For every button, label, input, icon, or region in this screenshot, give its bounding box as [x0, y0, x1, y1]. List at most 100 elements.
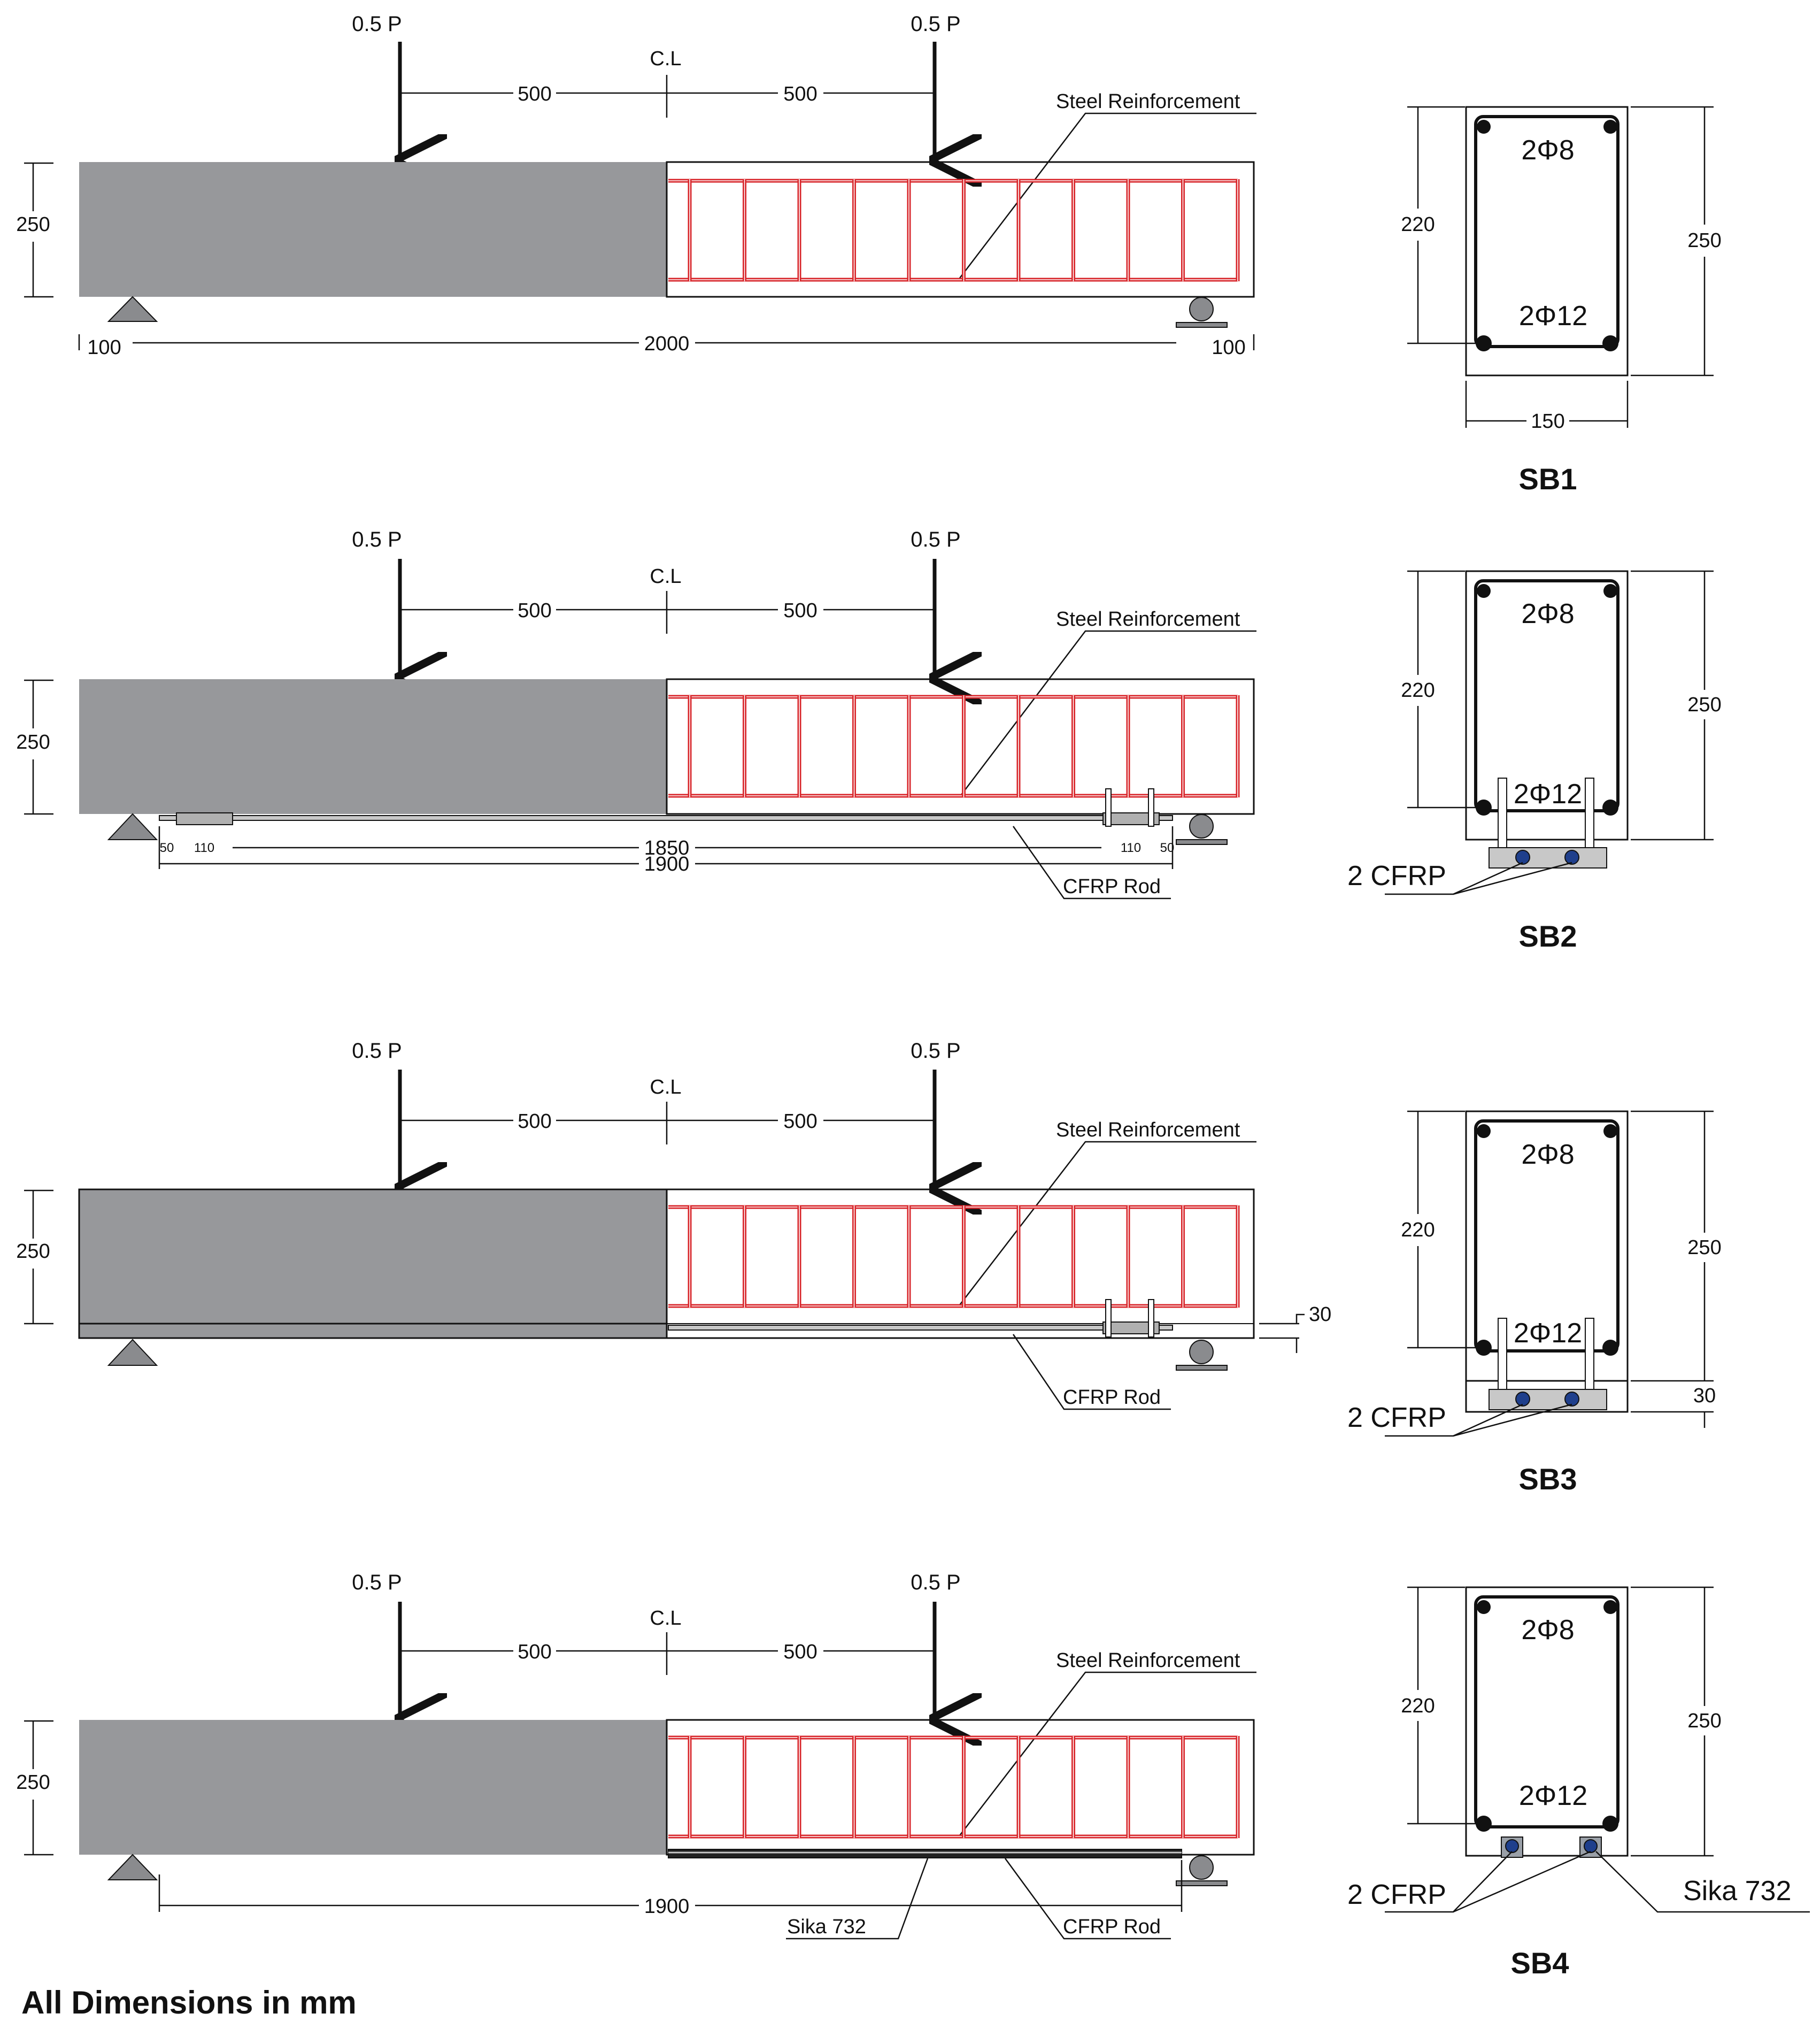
section-caption: SB1 — [1519, 462, 1577, 496]
bottom-bar — [1602, 335, 1618, 351]
section-outline — [1465, 1110, 1629, 1413]
rebar-cage — [668, 179, 1240, 282]
cfrp-bar — [1584, 1839, 1598, 1853]
dim-right: 500 — [783, 83, 817, 105]
overhang-right: 100 — [1212, 336, 1245, 359]
dim-right: 500 — [783, 600, 817, 622]
anchor-bolt — [1105, 1299, 1112, 1338]
top-bar — [1603, 1600, 1617, 1614]
bottom-bar — [1602, 1340, 1618, 1356]
bottom-bar — [1602, 1816, 1618, 1832]
inner-depth-label: 220 — [1401, 679, 1435, 702]
depth-label: 250 — [1687, 229, 1721, 252]
frp-leader-b — [1453, 862, 1572, 895]
rod-label: CFRP Rod — [1063, 1386, 1161, 1409]
load-right-label: 0.5 P — [911, 1039, 960, 1063]
end-a-left: 50 — [160, 841, 174, 855]
depth-label: 250 — [16, 1771, 50, 1794]
end-b-right: 110 — [1121, 841, 1141, 855]
concrete-half — [79, 162, 667, 297]
top-bar — [1477, 584, 1491, 598]
beam-sb3: 0.5 P 0.5 P C.L 500 500 Steel Reinforcem… — [16, 1039, 1721, 1496]
depth-label: 250 — [16, 731, 50, 754]
dim-left: 500 — [518, 83, 551, 105]
anchor-plate-right — [1102, 812, 1160, 825]
roller-support — [1189, 297, 1214, 321]
section-sb1: 2Φ8 2Φ12 220 250 150 SB1 — [1401, 106, 1722, 496]
anchor-bolt — [1148, 1299, 1154, 1338]
steel-label: Steel Reinforcement — [1056, 608, 1240, 631]
centerline-label: C.L — [650, 1076, 681, 1098]
centerline-label: C.L — [650, 48, 681, 70]
frp-leader-b — [1453, 1850, 1591, 1913]
rebar-cage — [668, 1205, 1240, 1308]
section-outline — [1465, 1586, 1629, 1857]
frp-label: 2 CFRP — [1347, 1402, 1446, 1433]
steel-label: Steel Reinforcement — [1056, 1119, 1240, 1141]
bottom-bars-label: 2Φ12 — [1519, 1780, 1587, 1811]
dim-left: 500 — [518, 1641, 551, 1663]
top-bar — [1477, 120, 1491, 134]
beam-sb4: 0.5 P 0.5 P C.L 500 500 Steel Reinforcem… — [16, 1571, 1810, 1980]
load-right-label: 0.5 P — [911, 528, 960, 551]
beam-outline — [666, 1188, 1255, 1339]
bottom-bars-label: 2Φ12 — [1514, 1318, 1582, 1349]
cfrp-bar — [1505, 1839, 1519, 1853]
pin-support — [107, 813, 158, 840]
stirrup-outline — [1474, 1595, 1620, 1828]
steel-leader — [959, 112, 1256, 279]
anchor-plate-left — [176, 812, 233, 825]
section-sb3: 2Φ8 2Φ12 220 250 30 2 CFRP SB3 — [1347, 1110, 1722, 1496]
beam-sb1: 0.5 P 0.5 P C.L 500 500 Steel Reinforcem… — [16, 12, 1721, 496]
bottom-bars-label: 2Φ12 — [1514, 779, 1582, 810]
pin-support — [107, 296, 158, 322]
anchor-bolt — [1148, 788, 1154, 827]
load-right-label: 0.5 P — [911, 12, 960, 36]
frp-label: 2 CFRP — [1347, 860, 1446, 892]
load-left-label: 0.5 P — [352, 12, 402, 36]
roller-plate — [1176, 322, 1228, 328]
top-bar — [1603, 120, 1617, 134]
inner-depth-label: 220 — [1401, 1219, 1435, 1241]
rod-label: CFRP Rod — [1063, 875, 1161, 898]
stirrup-outline — [1474, 115, 1620, 348]
dim-left: 500 — [518, 600, 551, 622]
rod-leader — [1012, 1334, 1171, 1410]
cfrp-bar — [1515, 1392, 1530, 1407]
anchor-bolt — [1105, 788, 1112, 827]
layer-label: 30 — [1693, 1385, 1716, 1407]
steel-label: Steel Reinforcement — [1056, 90, 1240, 113]
adhesive-label: Sika 732 — [787, 1916, 866, 1938]
rod-label: CFRP Rod — [1063, 1916, 1161, 1938]
steel-label: Steel Reinforcement — [1056, 1649, 1240, 1672]
dim-right: 500 — [783, 1110, 817, 1133]
top-bars-label: 2Φ8 — [1521, 1139, 1574, 1170]
span-label: 2000 — [644, 333, 690, 355]
frp-label: 2 CFRP — [1347, 1879, 1446, 1910]
layer-dim — [1295, 1313, 1305, 1324]
centerline-label: C.L — [650, 565, 681, 588]
cfrp-rod — [159, 815, 1173, 821]
top-bar — [1477, 1600, 1491, 1614]
bonded-length-label: 1850 — [644, 837, 690, 859]
steel-leader — [959, 1141, 1256, 1305]
rod-length-label: 1900 — [644, 1895, 690, 1918]
dim-left: 500 — [518, 1110, 551, 1133]
layer-label: 30 — [1309, 1303, 1331, 1326]
end-b-left: 110 — [194, 841, 214, 855]
depth-label: 250 — [1687, 694, 1721, 716]
section-caption: SB4 — [1511, 1946, 1569, 1980]
concrete-half — [79, 1720, 667, 1855]
cfrp-rod — [668, 1325, 1173, 1331]
top-bars-label: 2Φ8 — [1521, 598, 1574, 629]
width-label: 150 — [1531, 410, 1564, 433]
depth-label: 250 — [16, 213, 50, 236]
adhesive-layer — [668, 1849, 1182, 1858]
roller-plate — [1176, 1365, 1228, 1371]
concrete-half — [78, 1188, 668, 1339]
bottom-bar — [1602, 800, 1618, 816]
anchor-plate — [1489, 847, 1607, 869]
roller-support — [1189, 1340, 1214, 1364]
rebar-cage — [668, 1735, 1240, 1839]
bottom-bar — [1476, 800, 1492, 816]
